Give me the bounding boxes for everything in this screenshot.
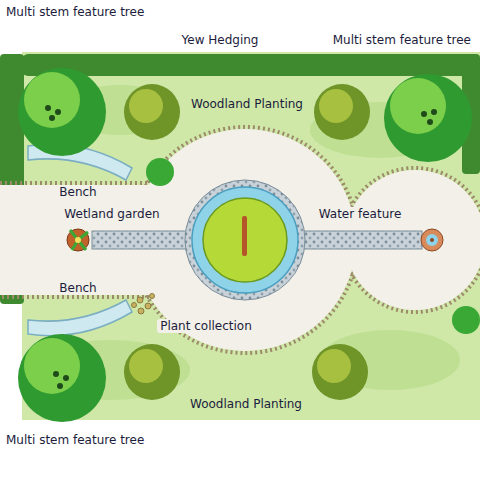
plan-label: Bench bbox=[56, 185, 99, 199]
sculpture bbox=[242, 216, 247, 256]
paving bbox=[0, 129, 480, 351]
plan-label: Woodland Planting bbox=[187, 397, 305, 411]
plan-label: Multi stem feature tree bbox=[3, 5, 147, 19]
woodland-tree bbox=[124, 84, 480, 400]
wetland-symbol bbox=[67, 229, 89, 251]
plan-label: Wetland garden bbox=[61, 207, 162, 221]
plan-label: Yew Hedging bbox=[179, 33, 262, 47]
pebble-ring bbox=[185, 180, 305, 300]
plan-label: Multi stem feature tree bbox=[3, 433, 147, 447]
plan-label: Multi stem feature tree bbox=[330, 33, 474, 47]
plan-label: Woodland Planting bbox=[188, 97, 306, 111]
plan-label: Water feature bbox=[316, 207, 405, 221]
paving-edging bbox=[0, 127, 480, 353]
plant-collection-dots bbox=[132, 294, 155, 315]
plan-label: Plant collection bbox=[157, 319, 255, 333]
feature-tree bbox=[18, 68, 106, 156]
plan-label: Bench bbox=[56, 281, 99, 295]
water-feature-symbol bbox=[421, 229, 443, 251]
bench bbox=[28, 300, 132, 336]
feature-tree bbox=[384, 74, 472, 162]
central-lawn bbox=[203, 198, 287, 282]
water-ring bbox=[192, 187, 298, 293]
feature-tree bbox=[18, 334, 106, 422]
